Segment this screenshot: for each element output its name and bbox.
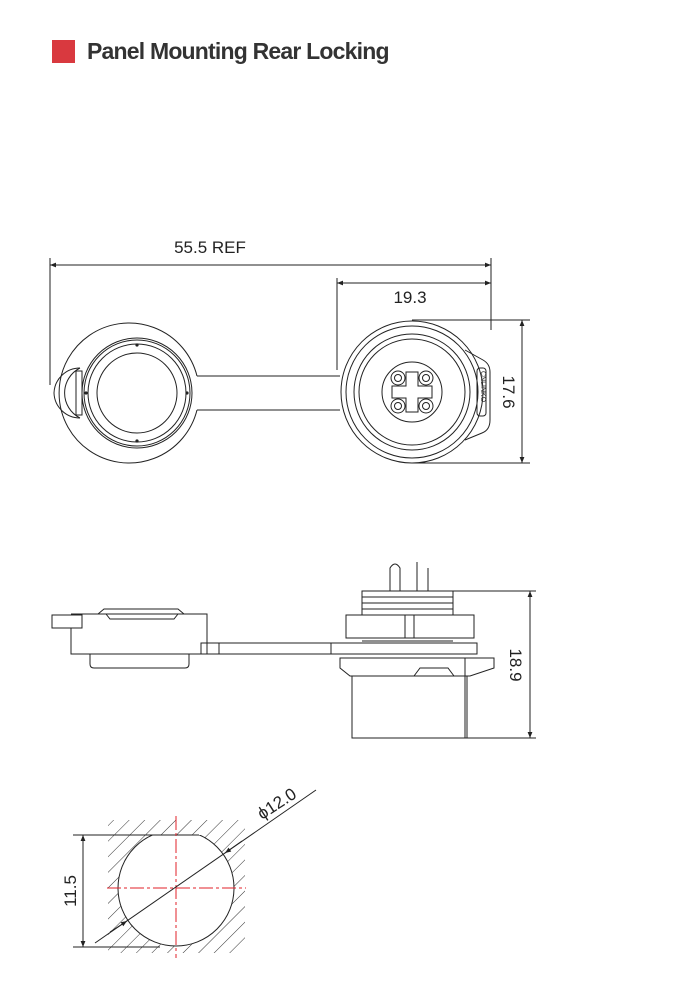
dimension-height: 17.6 bbox=[412, 319, 530, 464]
flat-height-label: 11.5 bbox=[61, 875, 80, 907]
contact-pins bbox=[390, 370, 434, 414]
top-view: 55.5 REF 19.3 17.6 bbox=[49, 238, 530, 464]
dust-cap bbox=[53, 322, 340, 464]
panel-cutout: 11.5 ϕ12.0 bbox=[61, 784, 317, 958]
dimension-overall: 55.5 REF bbox=[49, 238, 492, 385]
side-view: 18.9 bbox=[51, 562, 536, 739]
section-header: Panel Mounting Rear Locking bbox=[52, 38, 390, 65]
dimension-flat-height: 11.5 bbox=[61, 834, 160, 948]
section-title: Panel Mounting Rear Locking bbox=[87, 38, 390, 64]
red-square-icon bbox=[52, 40, 75, 63]
height-label: 17.6 bbox=[499, 375, 518, 408]
dimension-connector: 19.3 bbox=[336, 278, 491, 370]
overall-length-label: 55.5 REF bbox=[174, 238, 246, 257]
dimension-side-height: 18.9 bbox=[453, 590, 536, 739]
side-height-label: 18.9 bbox=[506, 648, 525, 681]
connector-front: CNLINKO bbox=[340, 320, 491, 464]
brand-mark: CNLINKO bbox=[479, 371, 486, 403]
connector-length-label: 19.3 bbox=[393, 288, 426, 307]
